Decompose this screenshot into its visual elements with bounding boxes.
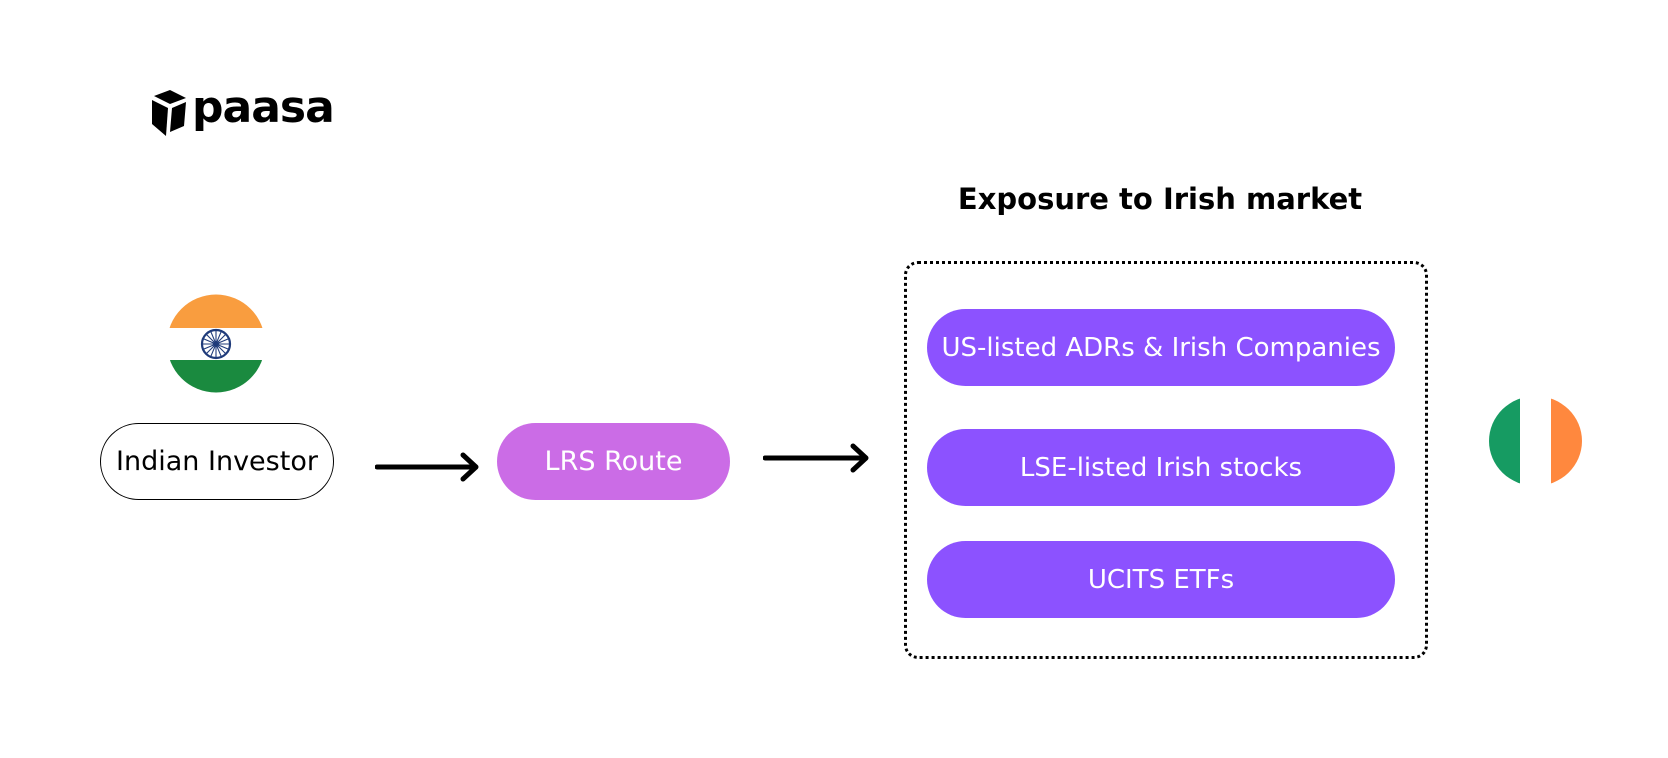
- ashoka-chakra-icon: [200, 328, 232, 360]
- indian-investor-label: Indian Investor: [116, 446, 318, 477]
- option-label: UCITS ETFs: [1087, 564, 1235, 595]
- india-flag-icon: [167, 294, 265, 393]
- option-label: US-listed ADRs & Irish Companies: [941, 332, 1381, 363]
- exposure-title: Exposure to Irish market: [957, 182, 1363, 216]
- option-label: LSE-listed Irish stocks: [1019, 452, 1303, 483]
- lrs-route-label: LRS Route: [544, 446, 683, 477]
- arrow-right-icon: [763, 443, 869, 473]
- ireland-flag-icon: [1489, 396, 1582, 486]
- arrow-right-icon: [375, 452, 479, 482]
- logo-text: paasa: [192, 82, 335, 133]
- option-us-adrs: US-listed ADRs & Irish Companies: [927, 309, 1395, 386]
- irish-exposure-group: [904, 261, 1428, 659]
- paasa-logo-icon: [152, 90, 186, 136]
- paasa-logo: paasa: [150, 82, 340, 138]
- lrs-route-node: LRS Route: [497, 423, 730, 500]
- option-lse-stocks: LSE-listed Irish stocks: [927, 429, 1395, 506]
- indian-investor-node: Indian Investor: [100, 423, 334, 500]
- option-ucits-etfs: UCITS ETFs: [927, 541, 1395, 618]
